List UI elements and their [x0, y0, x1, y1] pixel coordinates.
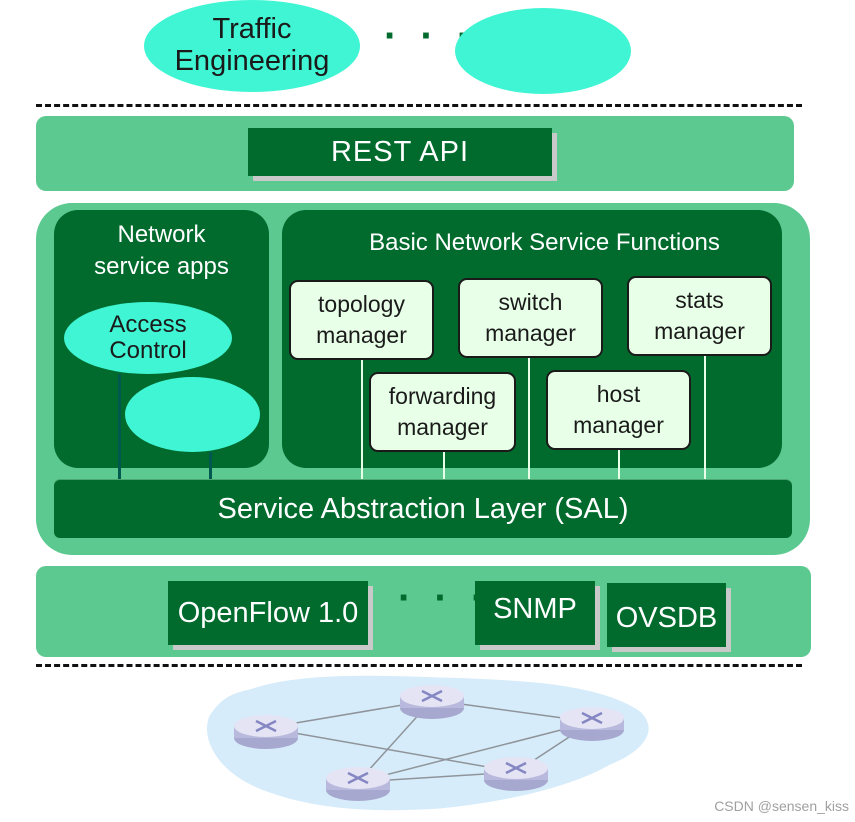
network-service-apps-title: Network service apps: [94, 221, 229, 281]
openflow-plugin: OpenFlow 1.0: [168, 581, 368, 645]
snmp-plugin: SNMP: [475, 581, 595, 645]
switch-node-4: [326, 767, 390, 801]
unnamed-service-app-ellipse: [125, 377, 260, 452]
northbound-separator: [36, 104, 802, 107]
access-control-app: Access Control: [64, 302, 232, 374]
host-connector: [618, 450, 620, 488]
stats-connector: [704, 356, 706, 490]
switch-node-2: [400, 685, 464, 719]
unnamed-app-ellipse: [455, 8, 631, 94]
switch-node-1: [234, 715, 298, 749]
watermark: CSDN @sensen_kiss: [714, 798, 849, 814]
topology-connector: [361, 358, 363, 488]
basic-service-functions-title: Basic Network Service Functions: [369, 229, 720, 256]
host-manager: host manager: [546, 370, 691, 450]
forwarding-connector: [443, 452, 445, 488]
switch-connector: [528, 357, 530, 488]
switch-node-3: [560, 707, 624, 741]
service-app-connector: [209, 452, 212, 490]
traffic-engineering-app: Traffic Engineering: [144, 0, 360, 92]
southbound-separator: [36, 664, 802, 667]
stats-manager: stats manager: [627, 276, 772, 356]
rest-api-box: REST API: [248, 128, 552, 176]
access-control-connector: [118, 374, 121, 490]
switch-manager: switch manager: [458, 278, 603, 358]
service-abstraction-layer: Service Abstraction Layer (SAL): [54, 480, 792, 538]
topology-manager: topology manager: [289, 280, 434, 360]
forwarding-manager: forwarding manager: [369, 372, 516, 452]
ovsdb-plugin: OVSDB: [607, 583, 726, 647]
switch-node-5: [484, 757, 548, 791]
